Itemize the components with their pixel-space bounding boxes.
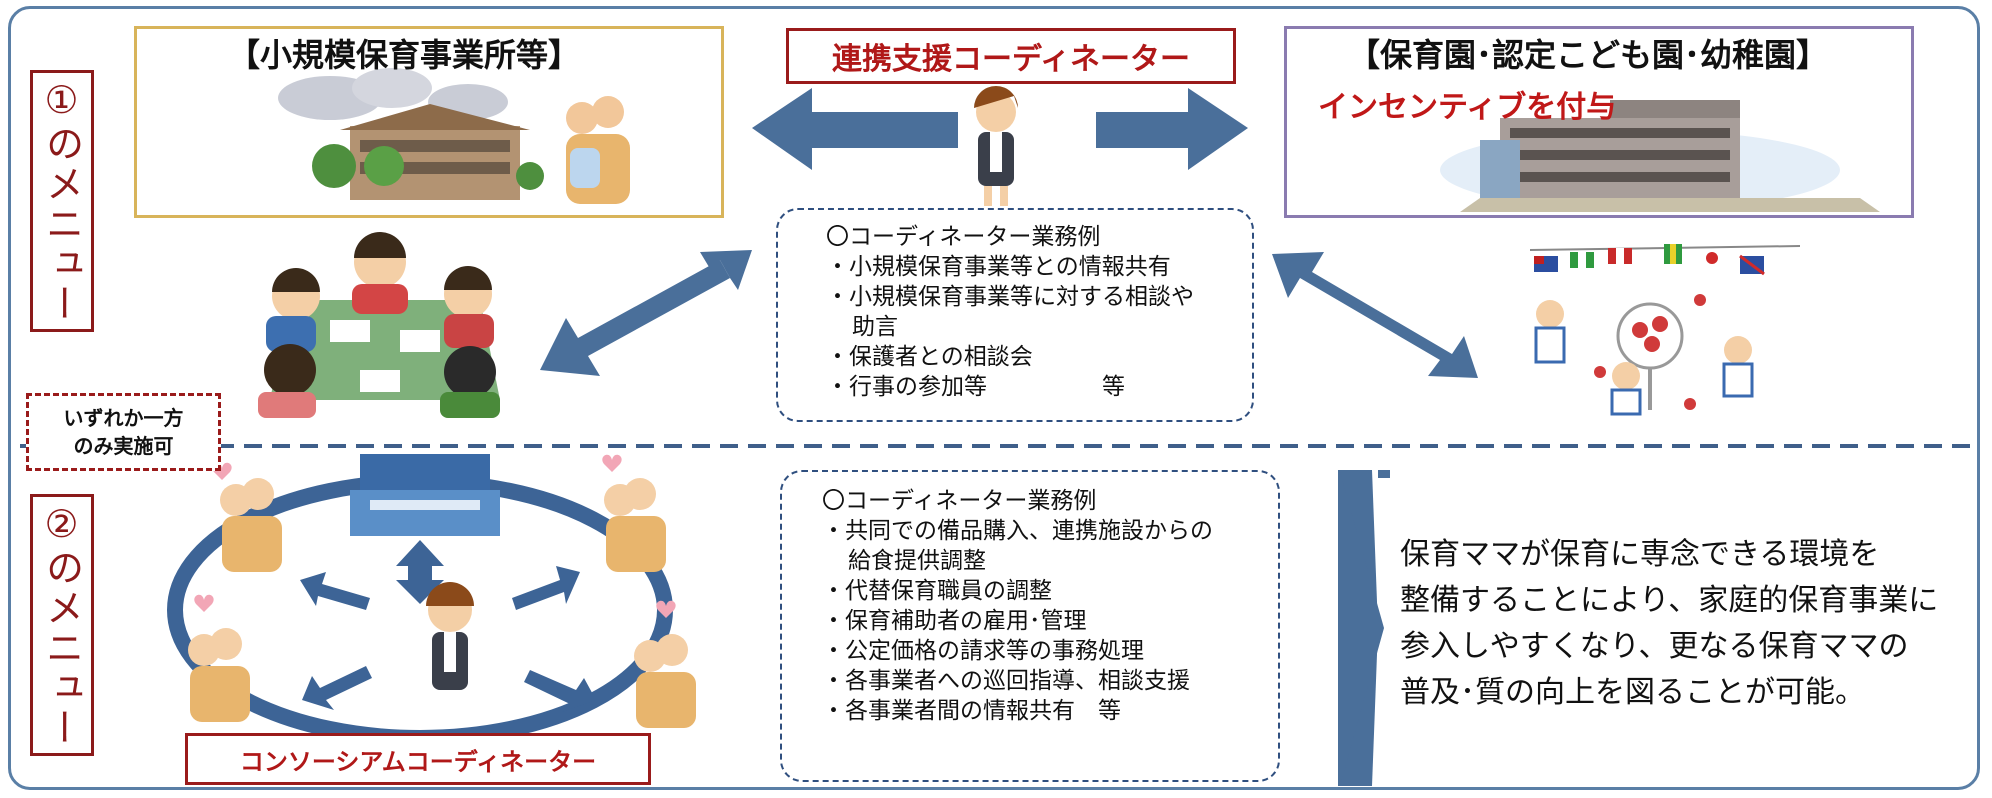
sports-day-illustration bbox=[1529, 244, 1801, 416]
either-note: いずれか一方 のみ実施可 bbox=[26, 393, 221, 471]
menu2-label: ②のメニュー bbox=[30, 494, 94, 756]
result-arrow bbox=[1340, 472, 1384, 786]
outer-frame bbox=[8, 6, 1980, 790]
result-text: 保育ママが保育に専念できる環境を 整備することにより、家庭的保育事業に 参入しや… bbox=[1400, 532, 1960, 716]
result-line: 参入しやすくなり、更なる保育ママの bbox=[1400, 629, 1909, 664]
menu1-task-item: 助言 bbox=[852, 314, 898, 340]
menu1-task-item: ・行事の参加等 等 bbox=[826, 374, 1125, 400]
consortium-network bbox=[167, 454, 696, 746]
small-facility-box bbox=[134, 26, 724, 218]
coordinator-box: 連携支援コーディネーター bbox=[786, 28, 1236, 84]
menu2-task-item: ・共同での備品購入、連携施設からの bbox=[822, 518, 1213, 544]
coordinator-label: 連携支援コーディネーター bbox=[832, 42, 1190, 77]
result-line: 保育ママが保育に専念できる環境を bbox=[1400, 537, 1880, 572]
menu2-task-item: 給食提供調整 bbox=[848, 548, 986, 574]
menu2-task-item: ・保育補助者の雇用･管理 bbox=[822, 608, 1087, 634]
menu2-task-item: ・公定価格の請求等の事務処理 bbox=[822, 638, 1144, 664]
left-diagonal-arrow bbox=[540, 250, 752, 376]
result-line: 普及･質の向上を図ることが可能。 bbox=[1400, 675, 1865, 710]
consortium-box: コンソーシアムコーディネーター bbox=[185, 733, 651, 785]
menu1-tasks-box: 〇コーディネーター業務例 ・小規模保育事業等との情報共有 ・小規模保育事業等に対… bbox=[776, 208, 1254, 422]
menu2-task-item: ・代替保育職員の調整 bbox=[822, 578, 1052, 604]
nursery-title: 【保育園･認定こども園･幼稚園】 bbox=[1348, 36, 1829, 74]
menu2-task-item: ・各事業者への巡回指導、相談支援 bbox=[822, 668, 1190, 694]
menu2-task-item: ・各事業者間の情報共有 等 bbox=[822, 698, 1121, 724]
incentive-label: インセンティブを付与 bbox=[1318, 90, 1617, 125]
meeting-illustration bbox=[258, 232, 500, 418]
consortium-label: コンソーシアムコーディネーター bbox=[239, 747, 597, 776]
right-diagonal-arrow bbox=[1272, 252, 1478, 378]
menu1-label-text: ①のメニュー bbox=[39, 78, 84, 324]
menu2-label-text: ②のメニュー bbox=[39, 502, 84, 748]
left-block-arrow bbox=[752, 88, 958, 170]
menu1-task-item: ・小規模保育事業等に対する相談や bbox=[826, 284, 1194, 310]
menu1-label: ①のメニュー bbox=[30, 70, 94, 332]
either-note-line1: いずれか一方 bbox=[63, 406, 184, 430]
menu2-tasks-box: 〇コーディネーター業務例 ・共同での備品購入、連携施設からの 給食提供調整 ・代… bbox=[780, 470, 1280, 782]
small-facility-title: 【小規模保育事業所等】 bbox=[228, 36, 581, 74]
menu1-task-item: ・小規模保育事業等との情報共有 bbox=[826, 254, 1171, 280]
coordinator-person-top bbox=[974, 86, 1018, 206]
either-note-line2: のみ実施可 bbox=[73, 434, 174, 458]
nursery-building-illustration bbox=[1440, 100, 1880, 212]
right-block-arrow bbox=[1096, 88, 1248, 170]
menu1-task-item: ・保護者との相談会 bbox=[826, 344, 1033, 370]
result-line: 整備することにより、家庭的保育事業に bbox=[1400, 583, 1939, 618]
menu1-tasks-heading: 〇コーディネーター業務例 bbox=[826, 224, 1101, 250]
nursery-box bbox=[1284, 26, 1914, 218]
small-facility-illustration bbox=[278, 68, 630, 204]
menu2-tasks-heading: 〇コーディネーター業務例 bbox=[822, 488, 1097, 514]
